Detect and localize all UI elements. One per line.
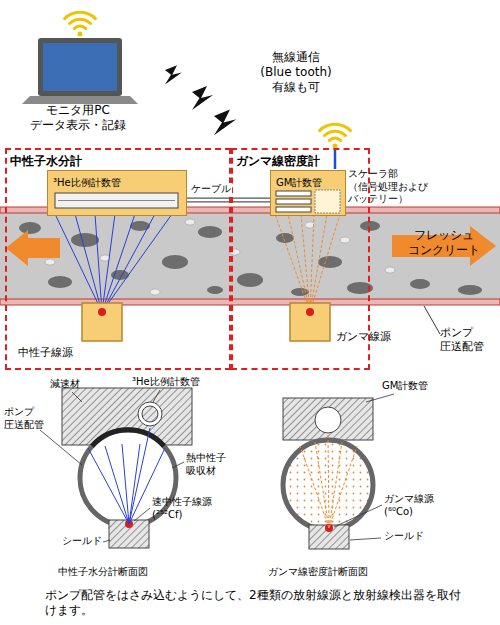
- antenna: [334, 150, 337, 169]
- part-label: シールド: [384, 530, 424, 543]
- part-label: シールド: [62, 535, 102, 548]
- part-label: 熱中性子 吸収材: [186, 452, 236, 477]
- detector-label: GM計数管: [276, 177, 322, 189]
- part-label: 中性子水分計断面図: [58, 566, 148, 579]
- flow-arrow: [392, 226, 496, 266]
- part-label: モニタ用PC データ表示・記録: [18, 103, 138, 133]
- cable-line: [187, 198, 270, 203]
- part-label: ガンマ線密度計断面図: [268, 566, 368, 579]
- part-label: 中性子線源: [18, 346, 73, 360]
- part-label: ポンプ 圧送配管: [4, 406, 52, 431]
- gamma-section: [283, 398, 373, 549]
- cable-label: ケーブル: [190, 183, 232, 196]
- flow-arrow: [6, 230, 60, 266]
- part-label: ³He比例計数管: [132, 376, 200, 389]
- part-label: スケーラ部 （信号処理および バッテリー）: [348, 168, 440, 206]
- cable-line: [187, 199, 270, 202]
- neutron-rays: [55, 214, 172, 312]
- part-label: ガンマ線源: [336, 330, 391, 344]
- neutron-section: [62, 388, 192, 548]
- part-label: GM計数管: [382, 380, 428, 393]
- gamma-rays: [275, 214, 340, 312]
- caption: ポンプ配管をはさみ込むようにして、2種類の放射線源と放射線検出器を取付けます。: [45, 588, 465, 618]
- laptop-icon: [22, 38, 138, 104]
- part-label: フレッシュ コンクリート: [398, 228, 490, 258]
- detector-label: ³He比例計数管: [53, 177, 121, 189]
- part-label: 減速材: [50, 378, 80, 391]
- region-heading: ガンマ線密度計: [236, 154, 320, 168]
- detector-box: GM計数管: [270, 170, 346, 216]
- part-label: ポンプ 圧送配管: [440, 326, 495, 354]
- part-label: ガンマ線源 (⁶⁰Co): [384, 493, 446, 518]
- cable: [187, 200, 270, 201]
- leader-line: [424, 306, 440, 334]
- part-label: 速中性子線源 (²⁵²Cf): [152, 496, 224, 521]
- sand: [45, 219, 395, 295]
- source-holder: [82, 303, 330, 341]
- leader-line: [40, 390, 394, 542]
- detector-box: ³He比例計数管: [47, 170, 187, 216]
- part-label: 無線通信 (Blue tooth) 有線も可: [256, 50, 336, 95]
- lightning-symbol: [165, 65, 236, 135]
- detector-region: 中性子水分計 ³He比例計数管: [5, 148, 231, 370]
- region-heading: 中性子水分計: [10, 154, 82, 168]
